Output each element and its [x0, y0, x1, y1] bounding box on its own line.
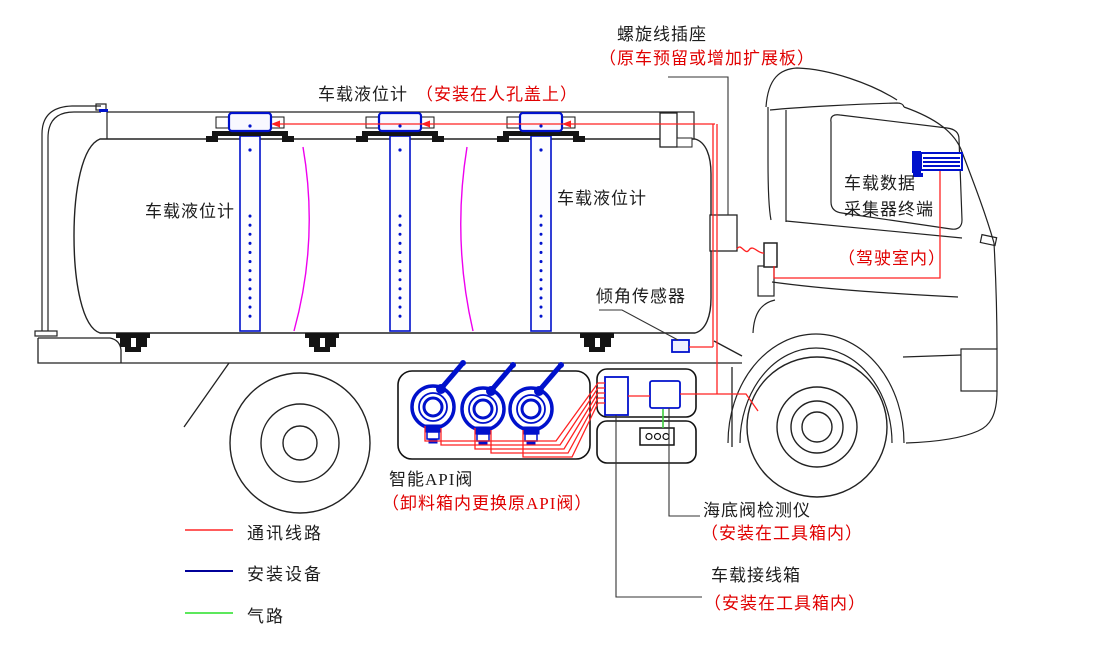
label-cab-note: （驾驶室内） — [838, 249, 946, 268]
api-valve-icon — [460, 362, 516, 446]
leader-tilt-sensor — [599, 309, 679, 341]
headlight-box — [960, 348, 998, 392]
spiral-socket-icon — [709, 214, 738, 252]
label-spiral-socket: 螺旋线插座 — [617, 25, 707, 44]
rear-mudflap — [183, 362, 230, 428]
label-data-terminal-line1: 车载数据 — [844, 174, 916, 193]
label-api-valve-note: （卸料箱内更换原API阀） — [382, 494, 593, 513]
label-api-valve: 智能API阀 — [389, 470, 474, 489]
leader-junction-box — [615, 415, 702, 598]
leader-lines — [599, 76, 729, 598]
wind-deflector — [765, 67, 898, 108]
label-detector-note: （安装在工具箱内） — [701, 524, 863, 543]
tank-front-fitting — [659, 112, 678, 148]
tank-supports — [116, 333, 614, 352]
label-detector: 海底阀检测仪 — [703, 501, 811, 520]
legend-line-equipment — [185, 570, 233, 572]
front-fender-inner — [739, 347, 893, 444]
legend-label-communication: 通讯线路 — [247, 524, 323, 543]
label-data-terminal: 车载数据 采集器终端 — [844, 171, 934, 223]
level-sensor-icon — [206, 111, 294, 332]
communication-lines — [280, 123, 941, 458]
legend-line-communication — [185, 529, 233, 531]
support-bracket-icon — [580, 333, 614, 352]
compartment-baffles — [293, 146, 474, 332]
level-sensor-icon — [497, 111, 585, 332]
level-sensor-icon — [356, 111, 444, 332]
api-valve-icon — [508, 362, 564, 446]
coil-cord — [736, 246, 765, 254]
ladder-clip-icon — [99, 109, 108, 112]
legend-line-gas — [185, 612, 233, 614]
data-terminal-icon — [912, 151, 963, 177]
legend-label-gas: 气路 — [247, 607, 285, 626]
label-manhole-gauge-note: （安装在人孔盖上） — [416, 85, 578, 104]
label-junction-box: 车载接线箱 — [711, 566, 801, 585]
legend-label-equipment: 安装设备 — [247, 565, 323, 584]
label-manhole-gauge: 车载液位计 （安装在人孔盖上） — [318, 80, 578, 105]
leader-detector — [668, 408, 700, 517]
label-spiral-socket-note: （原车预留或增加扩展板） — [599, 49, 815, 68]
tilt-sensor-icon — [671, 339, 690, 353]
front-bumper — [905, 390, 998, 444]
label-tank-gauge-left: 车载液位计 — [145, 202, 235, 221]
leader-spiral-socket — [668, 76, 729, 215]
support-bracket-icon — [116, 333, 150, 352]
level-sensors — [206, 111, 585, 332]
junction-box-icon — [604, 376, 629, 416]
label-junction-box-note: （安装在工具箱内） — [704, 594, 866, 613]
rear-wheel — [229, 372, 371, 514]
bottom-valve-detector-icon — [639, 427, 675, 446]
api-valves — [410, 360, 564, 446]
front-wheel — [746, 356, 888, 498]
truck-chassis — [37, 337, 743, 447]
label-manhole-gauge-title: 车载液位计 — [318, 85, 408, 104]
label-tank-gauge-right: 车载液位计 — [557, 189, 647, 208]
cab-connector — [763, 242, 778, 268]
label-tilt-sensor: 倾角传感器 — [596, 287, 686, 306]
wire-arrow-icon — [271, 120, 280, 128]
api-valve-icon — [410, 360, 466, 444]
detector-host-icon — [649, 380, 681, 409]
label-data-terminal-line2: 采集器终端 — [844, 200, 934, 219]
rear-ladder — [34, 103, 108, 337]
support-bracket-icon — [305, 333, 339, 352]
cab-window — [830, 114, 963, 230]
door-handle-icon — [979, 233, 998, 247]
